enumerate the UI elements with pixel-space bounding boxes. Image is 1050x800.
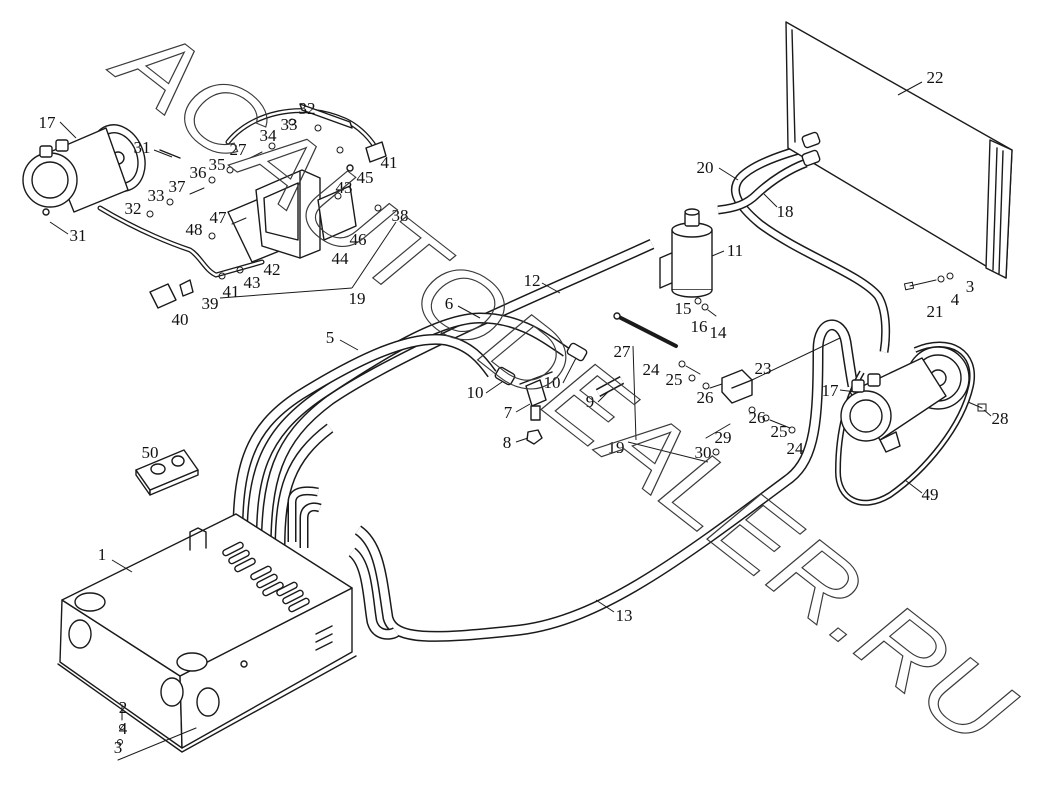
callout-label: 14 [710,323,728,342]
callout-label: 40 [172,310,189,329]
callout-label: 17 [39,113,57,132]
condenser-fitting-upper [801,131,821,149]
bracket-bolts [146,118,382,280]
callout-label: 32 [299,99,316,118]
callout-label: 45 [357,168,374,187]
compressor-right [840,346,970,453]
callout-label: 33 [148,186,165,205]
callout-label: 42 [264,260,281,279]
callout-label: 18 [777,202,794,221]
callout-label: 50 [142,443,159,462]
callout-label: 41 [223,282,240,301]
callout-label: 43 [336,178,353,197]
callout-label: 15 [675,299,692,318]
callout-label: 13 [616,606,633,625]
bolt-28 [967,401,987,412]
callout-label: 22 [927,68,944,87]
callout-label: 31 [134,138,151,157]
callout-label: 24 [643,360,661,379]
callout-label: 4 [951,290,960,309]
leader-lines [49,81,992,613]
callout-label: 6 [445,294,454,313]
callout-label: 4 [119,719,128,738]
callout-label: 19 [349,289,366,308]
heater-vents [222,541,333,651]
callout-label: 8 [503,433,512,452]
bolt-21-4-3 [903,272,954,291]
callout-label: 16 [691,317,708,336]
callout-label: 35 [209,155,226,174]
heater-unit [57,513,357,753]
callout-label: 30 [695,443,712,462]
callout-label: 21 [927,302,944,321]
callout-label: 19 [608,438,625,457]
callout-label: 23 [755,359,772,378]
callout-label: 3 [114,738,123,757]
callout-label: 2 [119,698,128,717]
pipe-stub-lower [304,507,320,548]
condenser-fitting-lower [801,149,821,167]
callout-label: 27 [614,342,632,361]
clamp-block-23 [721,369,753,404]
callout-label: 28 [992,409,1009,428]
callout-label: 48 [186,220,203,239]
control-panel [135,449,199,496]
callout-label: 27 [230,140,248,159]
callout-label: 17 [822,381,840,400]
callout-label: 10 [544,373,561,392]
callout-label: 44 [332,249,350,268]
pipe-piece-9 [595,376,625,397]
hose-fitting-10-right [566,342,588,362]
callout-label: 31 [70,226,87,245]
callout-label: 39 [202,294,219,313]
callout-label: 3 [966,277,975,296]
condenser [785,21,1013,279]
bolts-24-25-26-upper [678,360,723,390]
callout-label: 32 [125,199,142,218]
callout-label: 20 [697,158,714,177]
bracket-41-right [346,141,387,172]
callout-label: 25 [666,370,683,389]
bolts-24-25-26-lower [705,406,796,456]
callout-label: 26 [697,388,714,407]
callout-label: 33 [281,115,298,134]
callout-label: 24 [787,439,805,458]
callout-label: 38 [392,206,409,225]
mounting-bracket-44 [227,169,357,263]
callout-labels: 17 31 31 32 33 34 27 35 36 37 33 32 47 4… [39,68,1009,757]
callout-label: 49 [922,485,939,504]
callout-label: 5 [326,328,335,347]
callout-label: 46 [350,230,367,249]
mounting-bolts-2-4-3 [117,704,197,761]
callout-label: 9 [586,392,595,411]
hose-fitting-10-left [494,366,516,386]
callout-label: 47 [210,208,228,227]
expansion-valve [519,371,553,421]
callout-label: 11 [727,241,743,260]
callout-label: 41 [381,153,398,172]
support-rod-27 [613,312,678,348]
callout-label: 26 [749,408,766,427]
drier-washers [694,297,717,317]
callout-label: 43 [244,273,261,292]
callout-label: 12 [524,271,541,290]
strap-32-upper [299,103,353,129]
callout-label: 7 [504,403,513,422]
callout-label: 29 [715,428,732,447]
callout-label: 10 [467,383,484,402]
compressor-left [22,124,181,216]
callout-label: 34 [260,126,278,145]
receiver-drier [659,208,713,298]
callout-label: 25 [771,422,788,441]
callout-label: 36 [190,163,207,182]
callout-label: 1 [98,545,107,564]
bracket-39-40 [149,279,194,309]
callout-label: 37 [169,177,187,196]
